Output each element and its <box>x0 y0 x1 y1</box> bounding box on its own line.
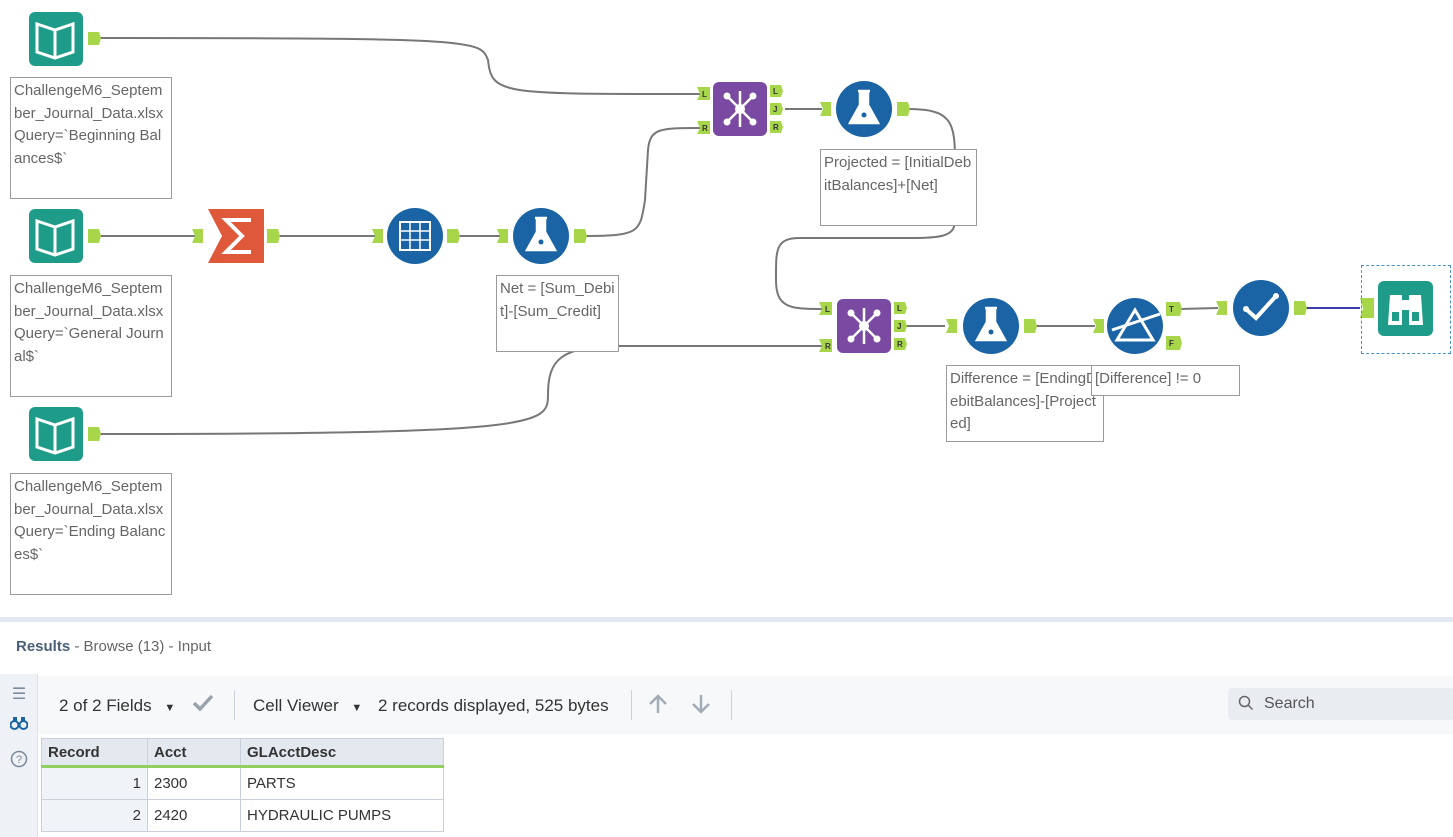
anchor-j-label: J <box>773 105 777 114</box>
summarize-tool[interactable] <box>192 209 280 263</box>
svg-text:?: ? <box>16 754 22 766</box>
cell-viewer-label: Cell Viewer <box>253 696 339 715</box>
search-placeholder: Search <box>1264 695 1315 712</box>
join-tool-1[interactable] <box>697 82 783 136</box>
input3-annotation: ChallengeM6_September_Journal_Data.xlsx … <box>10 473 172 595</box>
results-toolbar: 2 of 2 Fields ▼ Cell Viewer ▼ 2 records … <box>38 676 1453 734</box>
anchor-r-label: R <box>825 342 831 351</box>
filter-annotation: [Difference] != 0 <box>1091 365 1240 396</box>
anchor-f-label: F <box>1169 339 1174 348</box>
chevron-down-icon: ▼ <box>164 702 176 714</box>
binoculars-icon[interactable] <box>9 716 29 736</box>
formula-tool-difference[interactable] <box>946 298 1037 354</box>
workflow-canvas[interactable]: L R L J R L R L J R T F ChallengeM6_Sept… <box>0 0 1453 618</box>
results-table: Record Acct GLAcctDesc 1 2300 PARTS 2 24… <box>41 738 444 832</box>
formula-tool-net[interactable] <box>497 208 587 264</box>
search-input[interactable]: Search <box>1228 688 1453 720</box>
input-data-tool-2[interactable] <box>29 209 101 263</box>
connections <box>99 37 1219 435</box>
anchor-r-label: R <box>702 124 708 133</box>
checkmark-icon[interactable] <box>191 693 215 718</box>
glacctdesc-cell[interactable]: HYDRAULIC PUMPS <box>240 799 444 832</box>
results-header: Results - Browse (13) - Input <box>0 622 1453 672</box>
anchor-t-label: T <box>1169 305 1174 314</box>
table-row[interactable]: 1 2300 PARTS <box>41 766 444 800</box>
anchor-r-label: R <box>773 123 779 132</box>
column-header-record[interactable]: Record <box>41 738 148 768</box>
help-icon[interactable]: ? <box>9 750 29 770</box>
list-icon[interactable]: ☰ <box>11 686 27 703</box>
toolbar-separator <box>234 690 235 720</box>
anchor-l-label: L <box>897 304 902 313</box>
acct-cell[interactable]: 2300 <box>147 766 241 800</box>
test-tool[interactable] <box>1216 280 1307 336</box>
fields-dropdown[interactable]: 2 of 2 Fields ▼ <box>59 696 175 716</box>
join-tool-2[interactable] <box>819 299 907 353</box>
table-header-row: Record Acct GLAcctDesc <box>41 738 444 768</box>
cell-viewer-dropdown[interactable]: Cell Viewer ▼ <box>253 696 362 716</box>
browse-tool-selection <box>1361 265 1451 354</box>
table-row[interactable]: 2 2420 HYDRAULIC PUMPS <box>41 799 444 832</box>
anchor-r-label: R <box>897 340 903 349</box>
formula-tool-projected[interactable] <box>820 81 910 137</box>
input-data-tool-3[interactable] <box>29 407 101 461</box>
input-data-tool-1[interactable] <box>29 12 101 66</box>
formula-net-annotation: Net = [Sum_Debit]-[Sum_Credit] <box>496 275 619 352</box>
formula-projected-annotation: Projected = [InitialDebitBalances]+[Net] <box>820 149 977 226</box>
anchor-j-label: J <box>897 322 901 331</box>
results-title: Results <box>16 638 71 655</box>
acct-cell[interactable]: 2420 <box>147 799 241 832</box>
search-icon <box>1238 695 1254 716</box>
toolbar-separator <box>731 690 732 720</box>
formula-difference-annotation: Difference = [EndingDebitBalances]-[Proj… <box>946 365 1104 442</box>
browse-tool[interactable] <box>1360 281 1433 336</box>
column-header-glacctdesc[interactable]: GLAcctDesc <box>240 738 444 768</box>
glacctdesc-cell[interactable]: PARTS <box>240 766 444 800</box>
records-info: 2 records displayed, 525 bytes <box>378 696 609 715</box>
input1-annotation: ChallengeM6_September_Journal_Data.xlsx … <box>10 77 172 199</box>
chevron-down-icon: ▼ <box>351 702 363 714</box>
filter-tool[interactable] <box>1093 298 1182 354</box>
anchor-l-label: L <box>825 305 830 314</box>
panel-divider[interactable] <box>0 617 1453 622</box>
anchor-l-label: L <box>773 87 778 96</box>
record-cell[interactable]: 1 <box>41 766 148 800</box>
record-cell[interactable]: 2 <box>41 799 148 832</box>
results-sidebar: ☰ ? <box>0 674 38 837</box>
crosstab-tool[interactable] <box>372 208 460 264</box>
fields-label: 2 of 2 Fields <box>59 696 152 715</box>
column-header-acct[interactable]: Acct <box>147 738 241 768</box>
results-grid: Record Acct GLAcctDesc 1 2300 PARTS 2 24… <box>38 734 1453 837</box>
input2-annotation: ChallengeM6_September_Journal_Data.xlsx … <box>10 275 172 397</box>
arrow-down-icon[interactable] <box>689 692 713 721</box>
arrow-up-icon[interactable] <box>646 692 670 721</box>
anchor-l-label: L <box>702 90 707 99</box>
toolbar-separator <box>631 690 632 720</box>
results-subtitle: - Browse (13) - Input <box>70 638 212 655</box>
